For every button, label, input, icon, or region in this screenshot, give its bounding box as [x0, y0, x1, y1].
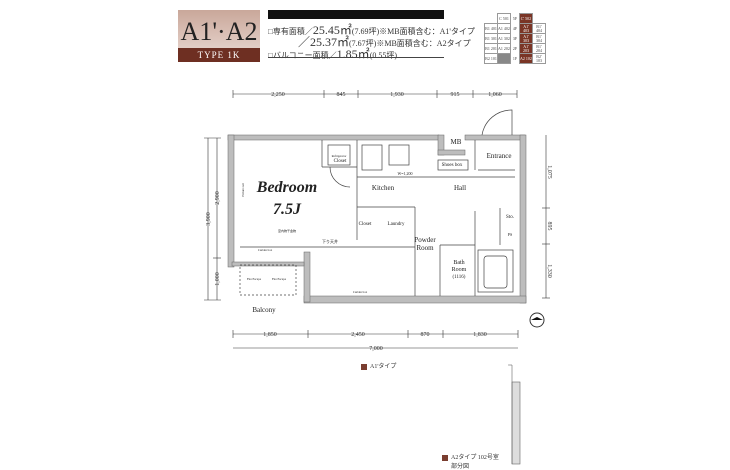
a2-partial-plan: [508, 364, 521, 465]
storage: Sto.: [506, 215, 514, 220]
room-hall: Hall: [454, 184, 466, 192]
dim-bottom: 1,830: [473, 332, 487, 338]
picture-rail: Picture rail: [241, 183, 245, 196]
floor-label: 5F: [512, 15, 518, 21]
indoor-dryer: 室内物干金物: [278, 228, 296, 233]
room-powder: Powder: [414, 236, 436, 244]
dim-right: 895: [546, 222, 552, 231]
room-mb: MB: [451, 138, 462, 146]
fire-escape: Fire Escape: [272, 277, 287, 281]
dim-bottom: 1,850: [263, 332, 277, 338]
dim-top: 845: [337, 92, 346, 98]
room-bath: (1116): [453, 275, 466, 280]
area-value: ／25.37㎡: [298, 35, 350, 49]
type-badge: A1'·A2: [178, 10, 260, 53]
shoes-box: Shoes box: [442, 163, 463, 168]
legend-a2: A2タイプ 102号室部分図: [442, 452, 499, 470]
curtain-box: Curtain box: [258, 248, 273, 252]
legend-label: A2タイプ 102号室: [451, 455, 499, 461]
dim-total: 7,000: [369, 346, 383, 352]
dimension-lines: [204, 90, 550, 349]
floor-label: 1F: [512, 55, 518, 61]
divider: [268, 57, 444, 58]
dim-left: 2,900: [215, 191, 221, 205]
room-kitchen: Kitchen: [372, 184, 395, 192]
laundry: Laundry: [388, 222, 405, 227]
dim-right: 1,330: [546, 264, 552, 278]
floor-label: 2F: [512, 45, 518, 51]
balcony: Balcony: [252, 306, 276, 314]
legend-label: A1'タイプ: [370, 364, 397, 370]
refrigerator: Refrigerator: [332, 154, 347, 158]
area-note: (7.69坪)※MB面積含む：A1'タイプ: [351, 27, 475, 36]
dim-top: 915: [451, 92, 460, 98]
area-note: (7.67坪)※MB面積含む：A2タイプ: [349, 39, 471, 48]
header-bar: [268, 10, 444, 19]
width-note: W=1,200: [397, 171, 412, 177]
dim-top: 2,250: [271, 92, 285, 98]
floor-label: 4F: [512, 25, 518, 31]
interior-walls: [239, 109, 515, 296]
dim-left: 1,000: [215, 272, 221, 286]
room-powder: Room: [416, 244, 434, 252]
room-bath: Bath: [453, 260, 464, 266]
walls: [227, 134, 527, 304]
fire-escape: Fire Escape: [247, 277, 262, 281]
room-bath: Room: [452, 267, 467, 273]
dim-left: 3,900: [206, 212, 212, 226]
dim-bottom: 2,450: [351, 332, 365, 338]
area-a1: □専有面積／25.45㎡(7.69坪)※MB面積含む：A1'タイプ: [268, 21, 475, 38]
room-entrance: Entrance: [487, 152, 512, 160]
type-label: TYPE 1K: [178, 48, 260, 62]
dim-top: 1,930: [390, 92, 404, 98]
area-value: 25.45㎡: [312, 23, 352, 37]
floor-label: 3F: [512, 35, 518, 41]
curtain-box: Curtain box: [353, 290, 368, 294]
legend-label: 部分図: [451, 464, 470, 470]
dim-top: 1,060: [488, 92, 502, 98]
unit-cell: B2' 103: [532, 53, 546, 64]
legend-a1: A1'タイプ: [361, 361, 396, 370]
unit-cell: [497, 53, 511, 64]
balcony-label: □バルコニー面積／: [268, 51, 337, 60]
room-closet: Closet: [359, 222, 372, 227]
room-closet: Closet: [334, 159, 347, 164]
dim-bottom: 870: [421, 332, 430, 338]
room-bedroom: Bedroom: [256, 179, 317, 196]
lowered-ceiling: 下り天井: [322, 238, 338, 244]
area-label: □専有面積／: [268, 27, 313, 36]
compass-icon: [529, 312, 545, 328]
dimension-labels: 2,250 845 1,930 915 1,060 1,850 2,450 87…: [206, 92, 552, 352]
area-a2: ／25.37㎡(7.67坪)※MB面積含む：A2タイプ: [298, 33, 471, 50]
balcony-note: (0.55坪): [369, 51, 398, 60]
legend-swatch: [361, 363, 367, 370]
room-labels: Bedroom 7.5J Closet Refrigerator Kitchen…: [241, 138, 514, 314]
legend-swatch: [442, 454, 448, 461]
dim-right: 1,075: [546, 165, 552, 179]
room-bedroom-size: 7.5J: [273, 201, 302, 218]
pipe-space: PS: [508, 232, 512, 237]
